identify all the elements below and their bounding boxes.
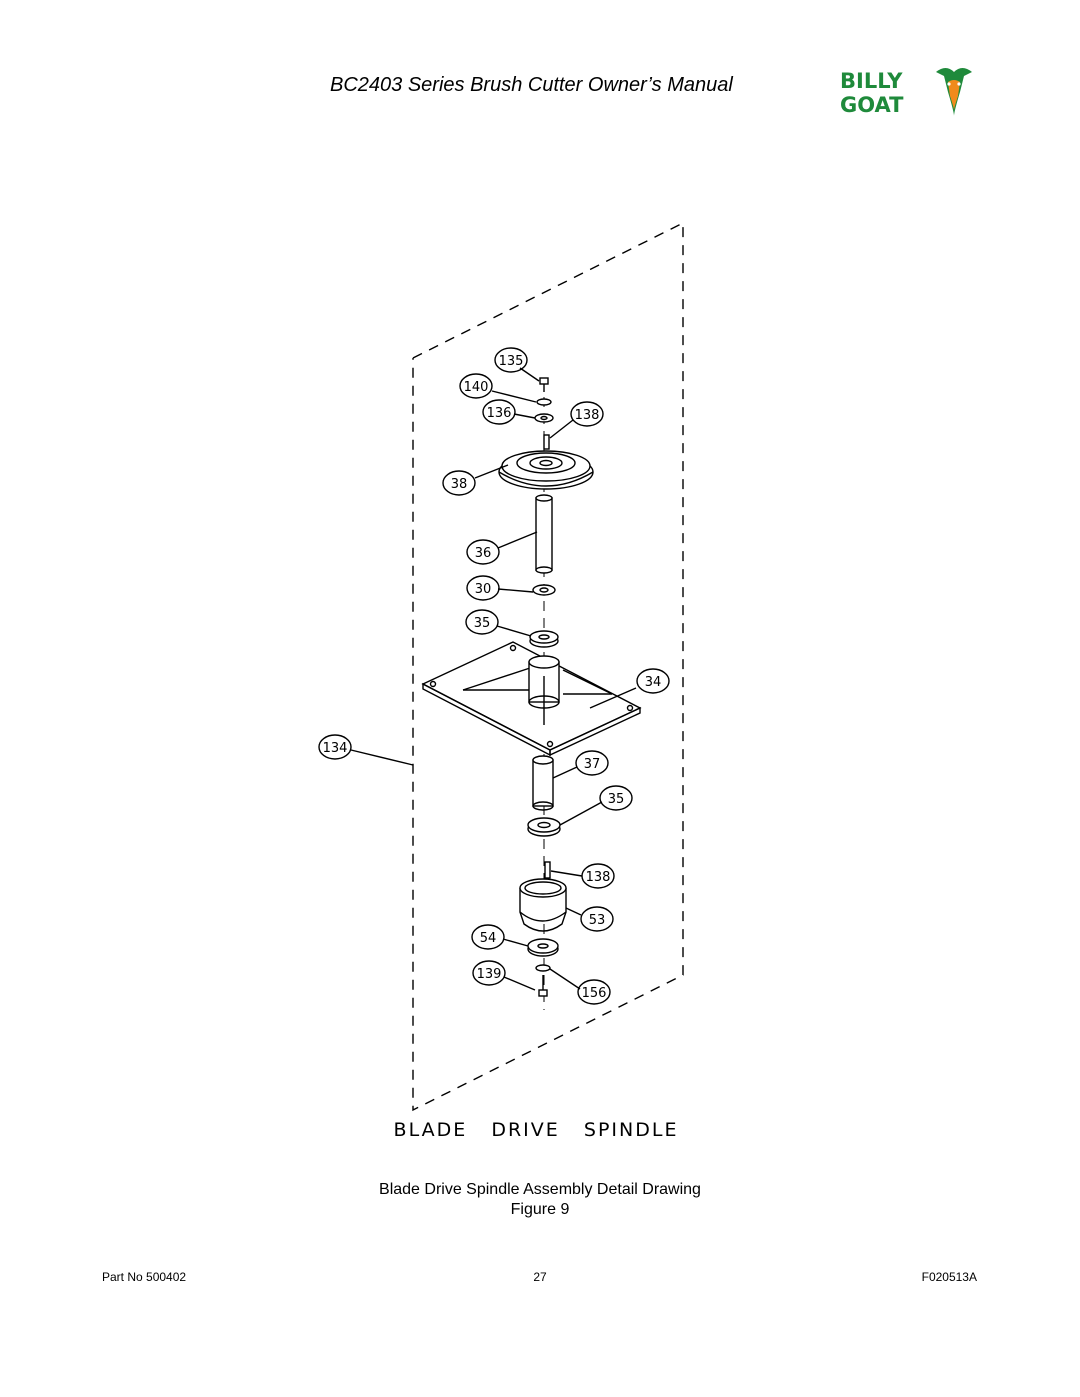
part-139-bolt <box>538 975 548 997</box>
logo-text-goat: GOAT <box>840 93 904 117</box>
callout-140: 140 <box>464 380 489 395</box>
callout-36: 36 <box>475 546 492 561</box>
part-136-washer <box>534 413 554 423</box>
logo-text-billy: BILLY <box>840 69 903 93</box>
form-number: F020513A <box>921 1270 977 1284</box>
callout-135: 135 <box>499 354 524 369</box>
billy-goat-logo: BILLY GOAT <box>840 68 972 117</box>
part-38-pulley <box>498 450 594 490</box>
part-140-lockwasher <box>536 398 552 406</box>
part-53-hub <box>519 878 567 932</box>
callout-138-top: 138 <box>575 408 600 423</box>
callout-34: 34 <box>645 675 662 690</box>
part-35-bearing-upper <box>529 630 559 648</box>
part-138-key-lower <box>544 861 551 879</box>
part-36-shaft <box>535 494 553 574</box>
callout-54: 54 <box>480 931 497 946</box>
figure-number: Figure 9 <box>510 1201 570 1218</box>
callout-30: 30 <box>475 582 492 597</box>
part-156-lockwasher <box>535 964 551 972</box>
part-34-mount-plate <box>421 641 642 757</box>
callout-139: 139 <box>477 967 502 982</box>
drawing-title: BLADE DRIVE SPINDLE <box>394 1119 679 1141</box>
callout-156: 156 <box>582 986 607 1001</box>
callout-134: 134 <box>323 741 348 756</box>
part-30-washer <box>532 584 556 596</box>
callout-136: 136 <box>487 406 512 421</box>
part-35-bearing-lower <box>527 817 561 837</box>
goat-head-icon <box>936 68 972 116</box>
callout-53: 53 <box>589 913 606 928</box>
callout-138-lower: 138 <box>586 870 611 885</box>
part-37-spacer <box>532 755 554 811</box>
assembly-boundary <box>412 221 684 1112</box>
callout-35-lower: 35 <box>608 792 625 807</box>
figure-caption: Blade Drive Spindle Assembly Detail Draw… <box>379 1181 701 1198</box>
page-number: 27 <box>533 1270 547 1284</box>
callout-38: 38 <box>451 477 468 492</box>
part-135-bolt <box>539 377 549 392</box>
callout-35-upper: 35 <box>474 616 491 631</box>
manual-title: BC2403 Series Brush Cutter Owner’s Manua… <box>330 74 733 96</box>
callout-37: 37 <box>584 757 601 772</box>
part-138-key-top <box>543 434 550 450</box>
part-number: Part No 500402 <box>102 1270 187 1284</box>
